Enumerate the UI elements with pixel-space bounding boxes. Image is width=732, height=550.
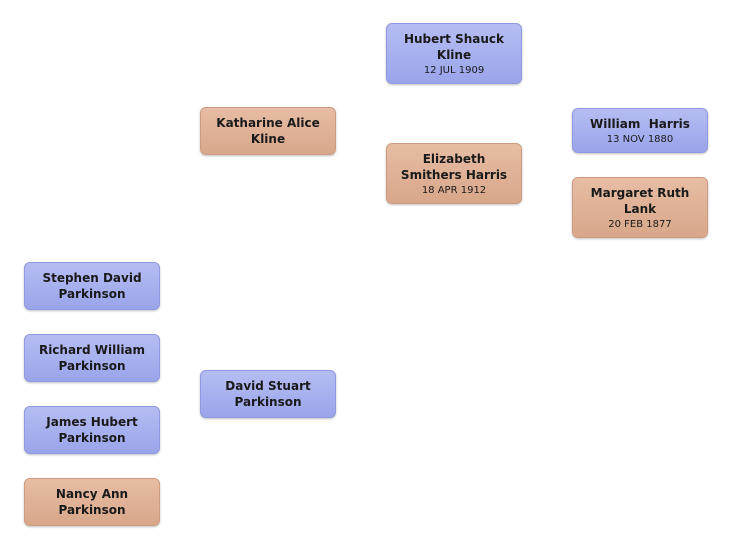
- person-name: Nancy Ann Parkinson: [55, 487, 129, 517]
- person-card-richard-william-parkinson[interactable]: Richard William Parkinson: [24, 334, 160, 382]
- person-card-katharine-alice-kline[interactable]: Katharine Alice Kline: [200, 107, 336, 155]
- person-card-hubert-shauck-kline[interactable]: Hubert Shauck Kline 12 JUL 1909: [386, 23, 522, 84]
- person-name: Elizabeth Smithers Harris: [400, 151, 508, 182]
- person-name: David Stuart Parkinson: [225, 379, 311, 409]
- person-card-william-harris[interactable]: William Harris 13 NOV 1880: [572, 108, 708, 153]
- person-date: 12 JUL 1909: [423, 64, 485, 76]
- person-card-david-stuart-parkinson[interactable]: David Stuart Parkinson: [200, 370, 336, 418]
- person-card-nancy-ann-parkinson[interactable]: Nancy Ann Parkinson: [24, 478, 160, 526]
- person-name: Katharine Alice Kline: [216, 116, 320, 146]
- person-name: Margaret Ruth Lank: [590, 185, 690, 216]
- person-date: 13 NOV 1880: [606, 133, 674, 145]
- person-name: Richard William Parkinson: [38, 343, 146, 373]
- person-date: 18 APR 1912: [421, 184, 487, 196]
- person-card-elizabeth-smithers-harris[interactable]: Elizabeth Smithers Harris 18 APR 1912: [386, 143, 522, 204]
- person-card-stephen-david-parkinson[interactable]: Stephen David Parkinson: [24, 262, 160, 310]
- person-name: Stephen David Parkinson: [42, 271, 142, 301]
- person-date: 20 FEB 1877: [608, 218, 672, 230]
- person-name: Hubert Shauck Kline: [403, 31, 505, 62]
- person-name: James Hubert Parkinson: [46, 415, 138, 445]
- person-name: William Harris: [590, 116, 690, 131]
- person-card-james-hubert-parkinson[interactable]: James Hubert Parkinson: [24, 406, 160, 454]
- person-card-margaret-ruth-lank[interactable]: Margaret Ruth Lank 20 FEB 1877: [572, 177, 708, 238]
